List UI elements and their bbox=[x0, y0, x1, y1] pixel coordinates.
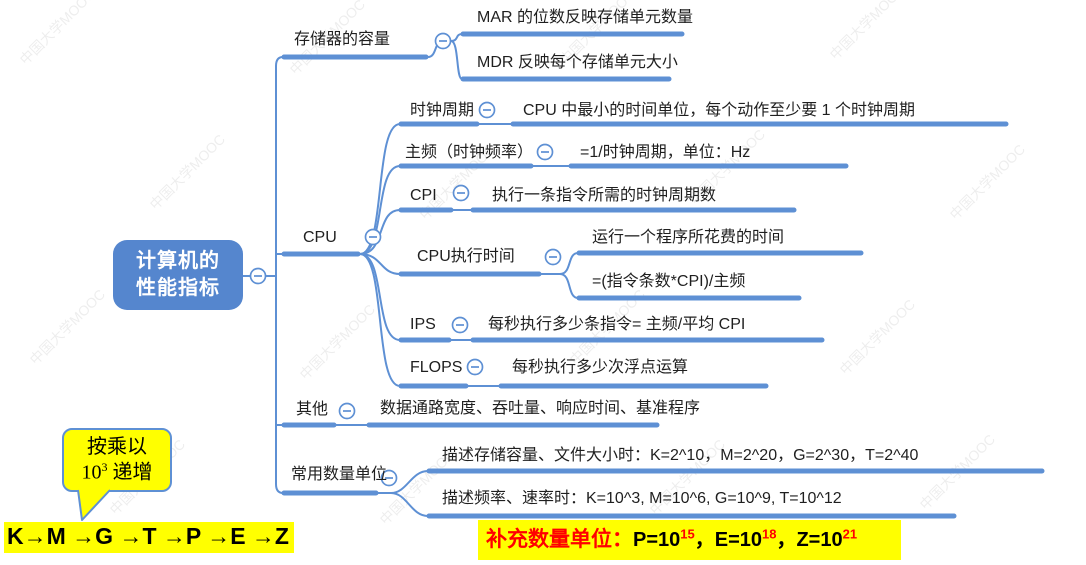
node-units-frequency: 描述频率、速率时：K=10^3, M=10^6, G=10^9, T=10^12 bbox=[442, 490, 842, 507]
node-other-desc: 数据通路宽度、吞吐量、响应时间、基准程序 bbox=[380, 400, 701, 417]
callout-note: 按乘以 103 递增 bbox=[62, 428, 172, 492]
callout-line1: 按乘以 bbox=[87, 435, 147, 458]
unit-sequence-highlight: K→M →G →T →P →E →Z bbox=[4, 522, 294, 553]
supplement-units-highlight: 补充数量单位：P=1015，E=1018，Z=1021 bbox=[478, 520, 902, 560]
callout-line2: 103 递增 bbox=[81, 459, 153, 484]
collapse-button[interactable] bbox=[466, 358, 484, 376]
node-main-frequency: 主频（时钟频率） bbox=[405, 144, 534, 161]
node-underlines bbox=[281, 31, 1045, 519]
branch-other: 其他 bbox=[296, 401, 329, 418]
collapse-button[interactable] bbox=[544, 248, 562, 266]
supplement-item-e: E=1018 bbox=[714, 526, 777, 551]
node-ips-desc: 每秒执行多少条指令= 主频/平均 CPI bbox=[488, 316, 746, 333]
node-exec-time-desc: 运行一个程序所花费的时间 bbox=[592, 229, 785, 246]
root-topic: 计算机的 性能指标 bbox=[113, 240, 243, 310]
node-mar: MAR 的位数反映存储单元数量 bbox=[477, 9, 694, 26]
callout-tail bbox=[77, 489, 111, 521]
collapse-button[interactable] bbox=[434, 32, 452, 50]
node-cpu-exec-time: CPU执行时间 bbox=[417, 248, 515, 265]
node-clock-cycle: 时钟周期 bbox=[410, 102, 475, 119]
node-ips: IPS bbox=[410, 316, 436, 333]
connector-lines bbox=[242, 33, 579, 517]
collapse-button[interactable] bbox=[536, 143, 554, 161]
supplement-item-p: P=1015 bbox=[633, 526, 695, 551]
collapse-button[interactable] bbox=[452, 184, 470, 202]
branch-cpu: CPU bbox=[303, 229, 337, 246]
collapse-button[interactable] bbox=[380, 469, 398, 487]
branch-common-units: 常用数量单位 bbox=[291, 466, 388, 483]
node-exec-time-formula: =(指令条数*CPI)/主频 bbox=[592, 273, 746, 290]
node-units-storage: 描述存储容量、文件大小时：K=2^10，M=2^20，G=2^30，T=2^40 bbox=[442, 447, 919, 464]
node-flops: FLOPS bbox=[410, 359, 463, 376]
root-topic-line1: 计算机的 bbox=[136, 250, 220, 272]
node-mdr: MDR 反映每个存储单元大小 bbox=[477, 54, 678, 71]
root-topic-line2: 性能指标 bbox=[136, 277, 220, 299]
supplement-item-z: Z=1021 bbox=[796, 526, 858, 551]
collapse-button[interactable] bbox=[249, 267, 267, 285]
collapse-button[interactable] bbox=[451, 316, 469, 334]
node-cpi-desc: 执行一条指令所需的时钟周期数 bbox=[492, 187, 717, 204]
collapse-button[interactable] bbox=[338, 402, 356, 420]
separator: ， bbox=[694, 529, 715, 551]
collapse-button[interactable] bbox=[364, 228, 382, 246]
supplement-prefix: 补充数量单位： bbox=[486, 527, 633, 551]
branch-memory-capacity: 存储器的容量 bbox=[294, 31, 391, 48]
node-flops-desc: 每秒执行多少次浮点运算 bbox=[512, 359, 689, 376]
node-clock-cycle-desc: CPU 中最小的时间单位，每个动作至少要 1 个时钟周期 bbox=[523, 102, 916, 119]
node-main-frequency-desc: =1/时钟周期，单位：Hz bbox=[580, 144, 751, 161]
separator: ， bbox=[776, 529, 797, 551]
collapse-button[interactable] bbox=[478, 101, 496, 119]
node-cpi: CPI bbox=[410, 187, 437, 204]
